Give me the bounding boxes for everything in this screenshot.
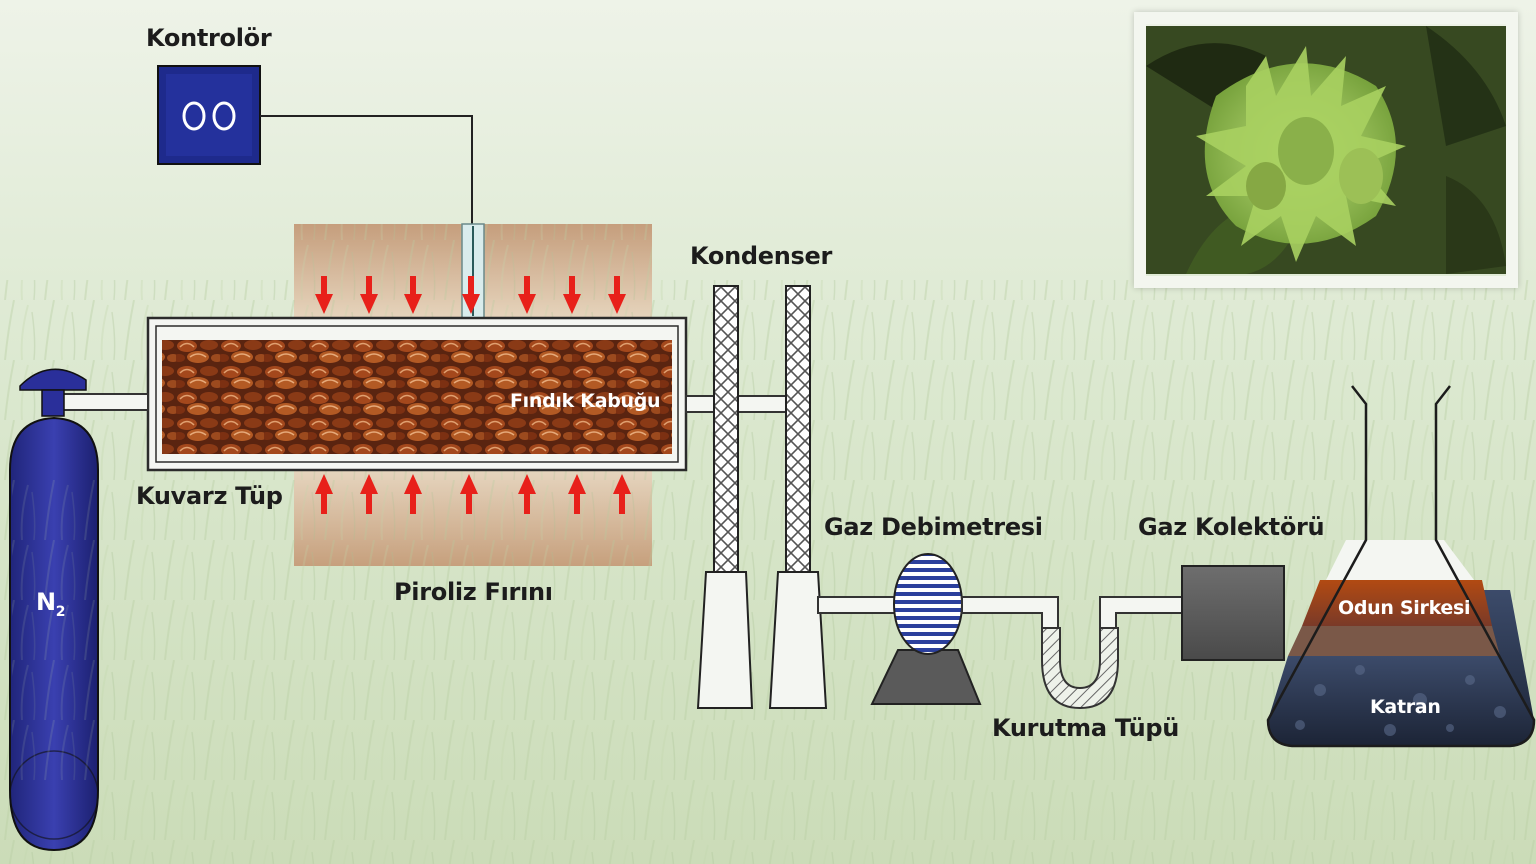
drying-tube <box>1041 627 1119 710</box>
label-drying-tube: Kurutma Tüpü <box>992 714 1180 742</box>
label-tar: Katran <box>1370 696 1441 718</box>
photo-frame <box>1134 12 1518 288</box>
label-condenser: Kondenser <box>690 242 832 270</box>
label-flowmeter: Gaz Debimetresi <box>824 513 1043 541</box>
label-wood-vinegar: Odun Sirkesi <box>1338 597 1471 619</box>
label-controller: Kontrolör <box>146 24 272 52</box>
label-shell: Fındık Kabuğu <box>510 390 661 412</box>
label-furnace: Piroliz Fırını <box>394 578 553 606</box>
quartz-tube <box>146 316 688 472</box>
gas-collector-icon <box>1181 565 1285 661</box>
condenser-column-left <box>696 285 754 709</box>
label-nitrogen: N2 <box>36 588 66 620</box>
heat-arrows-up <box>315 474 631 514</box>
nitrogen-subscript: 2 <box>55 603 66 620</box>
condenser-column-right <box>768 285 828 709</box>
heat-arrows-down <box>315 276 626 314</box>
hazelnut-photo <box>1146 26 1506 274</box>
label-quartz-tube: Kuvarz Tüp <box>136 482 283 510</box>
erlenmeyer-flask-icon <box>1266 385 1536 748</box>
label-collector: Gaz Kolektörü <box>1138 513 1325 541</box>
controller-box-icon <box>157 65 261 165</box>
flowmeter-icon <box>870 553 982 705</box>
furnace-bottom <box>294 470 652 566</box>
pipe-to-flowmeter <box>817 596 897 614</box>
inlet-pipe <box>61 393 149 411</box>
nitrogen-symbol: N <box>36 588 56 616</box>
gas-cylinder-icon <box>9 368 99 852</box>
controller-wire <box>260 115 473 225</box>
